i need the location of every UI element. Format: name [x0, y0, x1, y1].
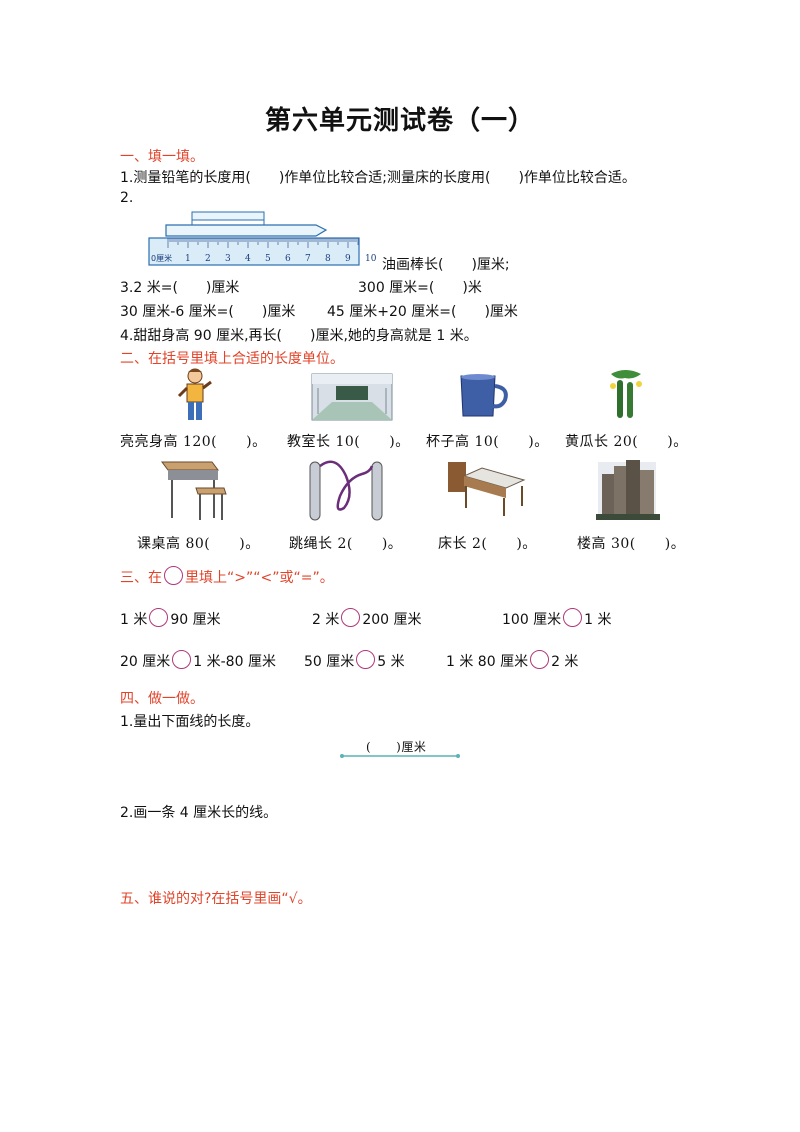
s2-item-8: 楼高 30( )。: [577, 536, 686, 552]
compare-left: 50 厘米: [304, 654, 355, 670]
compare-right: 1 米-80 厘米: [193, 654, 276, 670]
ruler-tick-label: 9: [345, 254, 351, 264]
ruler-zero-label: 0厘米: [151, 253, 172, 263]
ruler-tick-labels: 1 2 3 4 5 6 7 8 9 10: [185, 254, 377, 264]
ruler-tick-label: 8: [325, 254, 331, 264]
compare-item-2: 2 米 200 厘米: [312, 608, 422, 629]
ruler-tick-label: 5: [265, 254, 271, 264]
section-5-heading: 五、谁说的对?在括号里画“√。: [120, 891, 312, 907]
ruler-body: [148, 237, 360, 266]
compare-left: 1 米: [120, 612, 148, 628]
compare-item-3: 100 厘米 1 米: [502, 608, 612, 629]
compare-circle-input[interactable]: [356, 650, 376, 669]
compare-item-5: 50 厘米 5 米: [304, 650, 405, 671]
s2-item-3: 杯子高 10( )。: [426, 434, 549, 450]
compare-left: 2 米: [312, 612, 340, 628]
compare-circle-input[interactable]: [172, 650, 192, 669]
question-1-3b: 300 厘米=( )米: [358, 280, 482, 296]
section-3-heading: 三、在 里填上“>”“<”或“=”。: [120, 566, 334, 587]
question-1-1: 1.测量铅笔的长度用( )作单位比较合适;测量床的长度用( )作单位比较合适。: [120, 170, 636, 186]
ruler-tick-label: 6: [285, 254, 291, 264]
classroom-illustration: [311, 373, 393, 421]
s2-item-7: 床长 2( )。: [438, 536, 537, 552]
compare-circle-input[interactable]: [341, 608, 361, 627]
building-illustration: [596, 460, 660, 520]
question-4-1: 1.量出下面线的长度。: [120, 714, 260, 730]
ruler-ticks: [167, 238, 359, 248]
jump-rope-illustration: [309, 460, 383, 521]
compare-left: 20 厘米: [120, 654, 171, 670]
ruler-tick-label: 4: [245, 254, 251, 264]
s2-item-5: 课桌高 80( )。: [137, 536, 260, 552]
compare-right: 1 米: [584, 612, 612, 628]
cup-illustration: [460, 374, 508, 417]
ruler-tick-label: 1: [185, 254, 191, 264]
compare-circle-input[interactable]: [530, 650, 550, 669]
crayon-cap: [191, 211, 265, 221]
crayon-body: [165, 224, 328, 237]
question-1-2-text: 油画棒长( )厘米;: [382, 257, 510, 273]
compare-right: 200 厘米: [362, 612, 422, 628]
question-4-2: 2.画一条 4 厘米长的线。: [120, 805, 278, 821]
s2-item-2: 教室长 10( )。: [287, 434, 410, 450]
question-1-4: 4.甜甜身高 90 厘米,再长( )厘米,她的身高就是 1 米。: [120, 328, 478, 344]
compare-left: 100 厘米: [502, 612, 562, 628]
compare-circle-input[interactable]: [563, 608, 583, 627]
section-4-heading: 四、做一做。: [120, 691, 204, 707]
ruler-tick-label: 2: [205, 254, 211, 264]
boy-illustration: [177, 368, 212, 420]
question-1-3d: 45 厘米+20 厘米=( )厘米: [327, 304, 518, 320]
desk-illustration: [161, 461, 227, 520]
question-1-3a: 3.2 米=( )厘米: [120, 280, 240, 296]
compare-circle-icon: [164, 566, 183, 585]
ruler-tick-label: 7: [305, 254, 311, 264]
section-2-heading: 二、在括号里填上合适的长度单位。: [120, 351, 344, 367]
s2-item-6: 跳绳长 2( )。: [289, 536, 403, 552]
question-1-3c: 30 厘米-6 厘米=( )厘米: [120, 304, 296, 320]
measure-line: [340, 754, 460, 758]
compare-left: 1 米 80 厘米: [446, 654, 529, 670]
compare-item-1: 1 米 90 厘米: [120, 608, 221, 629]
question-1-2-label: 2.: [120, 190, 134, 206]
compare-right: 90 厘米: [170, 612, 221, 628]
compare-item-4: 20 厘米 1 米-80 厘米: [120, 650, 276, 671]
s2-item-4: 黄瓜长 20( )。: [565, 434, 688, 450]
section-3-heading-part-a: 三、在: [120, 570, 162, 586]
section-3-heading-part-b: 里填上“>”“<”或“=”。: [185, 570, 334, 586]
compare-item-6: 1 米 80 厘米 2 米: [446, 650, 578, 671]
section-1-heading: 一、填一填。: [120, 149, 204, 165]
ruler-tick-label: 3: [225, 254, 231, 264]
ruler-tick-label: 10: [365, 254, 377, 264]
line-length-label: ( )厘米: [366, 740, 427, 754]
s2-item-1: 亮亮身高 120( )。: [120, 434, 267, 450]
cucumber-illustration: [610, 370, 642, 418]
page-title: 第六单元测试卷（一）: [264, 106, 535, 136]
compare-circle-input[interactable]: [149, 608, 169, 627]
ruler-with-crayon-illustration: 0厘米 1 2 3 4 5 6 7 8 9 10: [148, 211, 377, 266]
compare-right: 5 米: [377, 654, 405, 670]
bed-illustration: [448, 462, 526, 516]
compare-right: 2 米: [551, 654, 579, 670]
